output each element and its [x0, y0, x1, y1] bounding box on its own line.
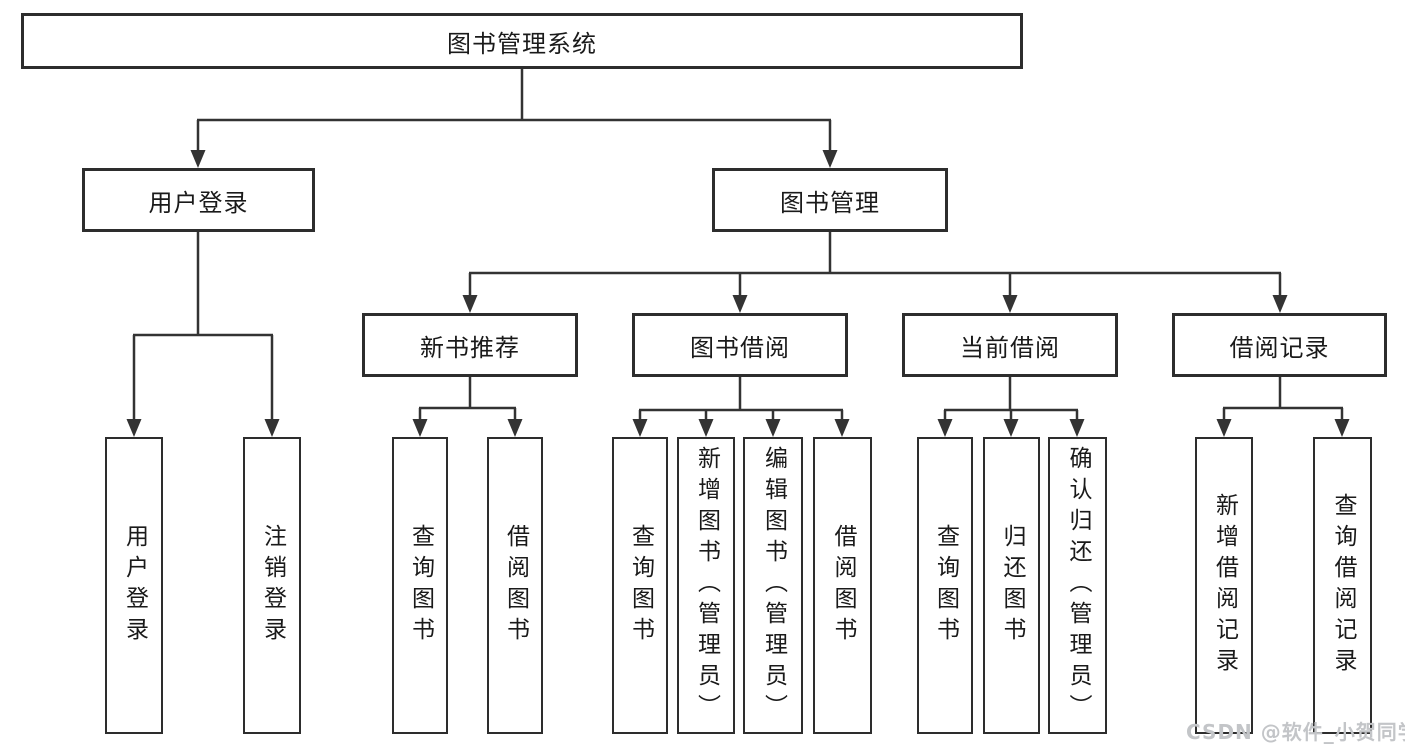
- node-leaf-borrow-books-recommend: 借阅图书: [487, 437, 543, 734]
- node-leaf-borrow-books: 借阅图书: [813, 437, 872, 734]
- node-label: 图书管理系统: [447, 29, 597, 58]
- node-label: 用户登录: [148, 188, 249, 217]
- node-current-borrowing: 当前借阅: [902, 313, 1118, 377]
- node-borrowing-records: 借阅记录: [1172, 313, 1387, 377]
- node-book-borrowing: 图书借阅: [632, 313, 848, 377]
- node-root-library-system: 图书管理系统: [21, 13, 1023, 69]
- node-label: 当前借阅: [960, 333, 1060, 362]
- node-label: 编辑图书（管理员）: [760, 446, 787, 725]
- node-label: 注销登录: [259, 523, 286, 648]
- node-label: 图书管理: [780, 188, 880, 217]
- node-leaf-query-books-recommend: 查询图书: [392, 437, 448, 734]
- node-leaf-query-books-current: 查询图书: [917, 437, 973, 734]
- node-label: 借阅图书: [502, 523, 529, 648]
- node-leaf-add-borrow-record: 新增借阅记录: [1195, 437, 1253, 734]
- node-label: 新增图书（管理员）: [693, 446, 720, 725]
- node-leaf-edit-book-admin: 编辑图书（管理员）: [743, 437, 803, 734]
- node-label: 借阅记录: [1229, 333, 1330, 362]
- node-label: 查询图书: [407, 523, 434, 648]
- csdn-watermark: CSDN @软件_小贺同学: [1186, 720, 1405, 744]
- node-label: 借阅图书: [830, 523, 856, 648]
- node-label: 查询图书: [932, 523, 959, 648]
- node-label: 归还图书: [999, 523, 1025, 648]
- node-new-book-recommend: 新书推荐: [362, 313, 578, 377]
- node-leaf-query-books-borrow: 查询图书: [612, 437, 668, 734]
- node-label: 用户登录: [121, 523, 148, 648]
- node-user-login: 用户登录: [82, 168, 315, 232]
- node-leaf-add-book-admin: 新增图书（管理员）: [677, 437, 735, 734]
- node-leaf-user-login: 用户登录: [105, 437, 163, 734]
- node-leaf-query-borrow-record: 查询借阅记录: [1313, 437, 1372, 734]
- arrowheads: [126, 150, 1350, 437]
- node-label: 查询借阅记录: [1330, 492, 1356, 679]
- node-leaf-return-books: 归还图书: [983, 437, 1040, 734]
- node-label: 图书借阅: [690, 333, 790, 362]
- node-leaf-logout: 注销登录: [243, 437, 301, 734]
- node-label: 确认归还（管理员）: [1065, 446, 1091, 725]
- node-label: 查询图书: [627, 523, 654, 648]
- node-leaf-confirm-return-admin: 确认归还（管理员）: [1048, 437, 1107, 734]
- node-label: 新书推荐: [420, 333, 520, 362]
- node-book-management: 图书管理: [712, 168, 948, 232]
- node-label: 新增借阅记录: [1211, 492, 1238, 679]
